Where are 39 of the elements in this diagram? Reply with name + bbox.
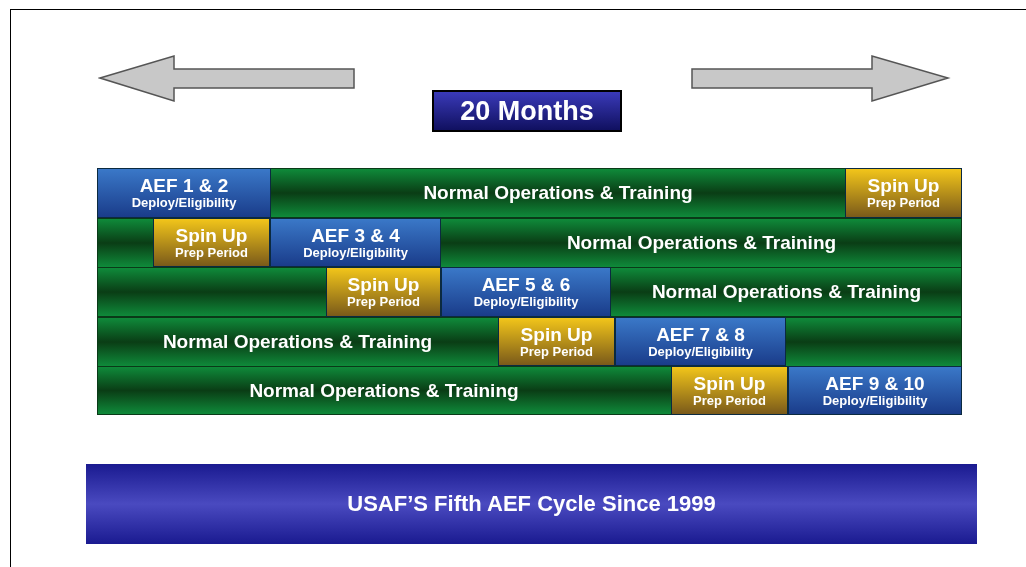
deployment-block bbox=[615, 317, 786, 366]
segment-label: Normal Operations & Training bbox=[423, 183, 693, 203]
spin-up-block bbox=[498, 317, 615, 366]
title-box bbox=[432, 90, 622, 132]
deployment-block bbox=[270, 218, 441, 267]
block-title: Spin Up bbox=[693, 373, 766, 394]
banner bbox=[86, 464, 977, 544]
block-subtitle: Prep Period bbox=[520, 344, 593, 359]
block-title: Spin Up bbox=[520, 324, 593, 345]
block-subtitle: Deploy/Eligibility bbox=[822, 393, 928, 408]
segment-label: Normal Operations & Training bbox=[651, 282, 922, 302]
block-title: AEF 9 & 10 bbox=[825, 373, 925, 394]
block-subtitle: Deploy/Eligibility bbox=[473, 295, 579, 309]
block-title: Spin Up bbox=[867, 176, 940, 197]
spin-up-block bbox=[153, 218, 270, 267]
deployment-block bbox=[788, 366, 962, 415]
block-title: AEF 1 & 2 bbox=[139, 176, 229, 197]
spin-up-block bbox=[671, 366, 788, 415]
segment-label: Normal Operations & Training bbox=[566, 232, 837, 253]
block-title: Spin Up bbox=[347, 275, 420, 296]
duration-label: 20 Months bbox=[460, 96, 594, 126]
spin-up-block bbox=[326, 267, 441, 317]
deployment-block bbox=[97, 168, 271, 218]
block-subtitle: Deploy/Eligibility bbox=[303, 245, 408, 260]
block-subtitle: Prep Period bbox=[867, 196, 940, 210]
block-title: Spin Up bbox=[175, 225, 248, 246]
block-title: AEF 5 & 6 bbox=[481, 275, 571, 296]
block-subtitle: Prep Period bbox=[347, 295, 420, 309]
block-subtitle: Deploy/Eligibility bbox=[648, 344, 753, 359]
banner-title: USAF’S Fifth AEF Cycle Since 1999 bbox=[347, 492, 716, 516]
block-subtitle: Prep Period bbox=[693, 393, 766, 408]
block-title: AEF 7 & 8 bbox=[656, 324, 745, 345]
segment-label: Normal Operations & Training bbox=[162, 331, 433, 352]
block-subtitle: Prep Period bbox=[175, 245, 248, 260]
block-subtitle: Deploy/Eligibility bbox=[131, 196, 237, 210]
block-title: AEF 3 & 4 bbox=[311, 225, 400, 246]
deployment-block bbox=[441, 267, 611, 317]
segment-label: Normal Operations & Training bbox=[249, 380, 519, 401]
spin-up-block bbox=[845, 168, 962, 218]
